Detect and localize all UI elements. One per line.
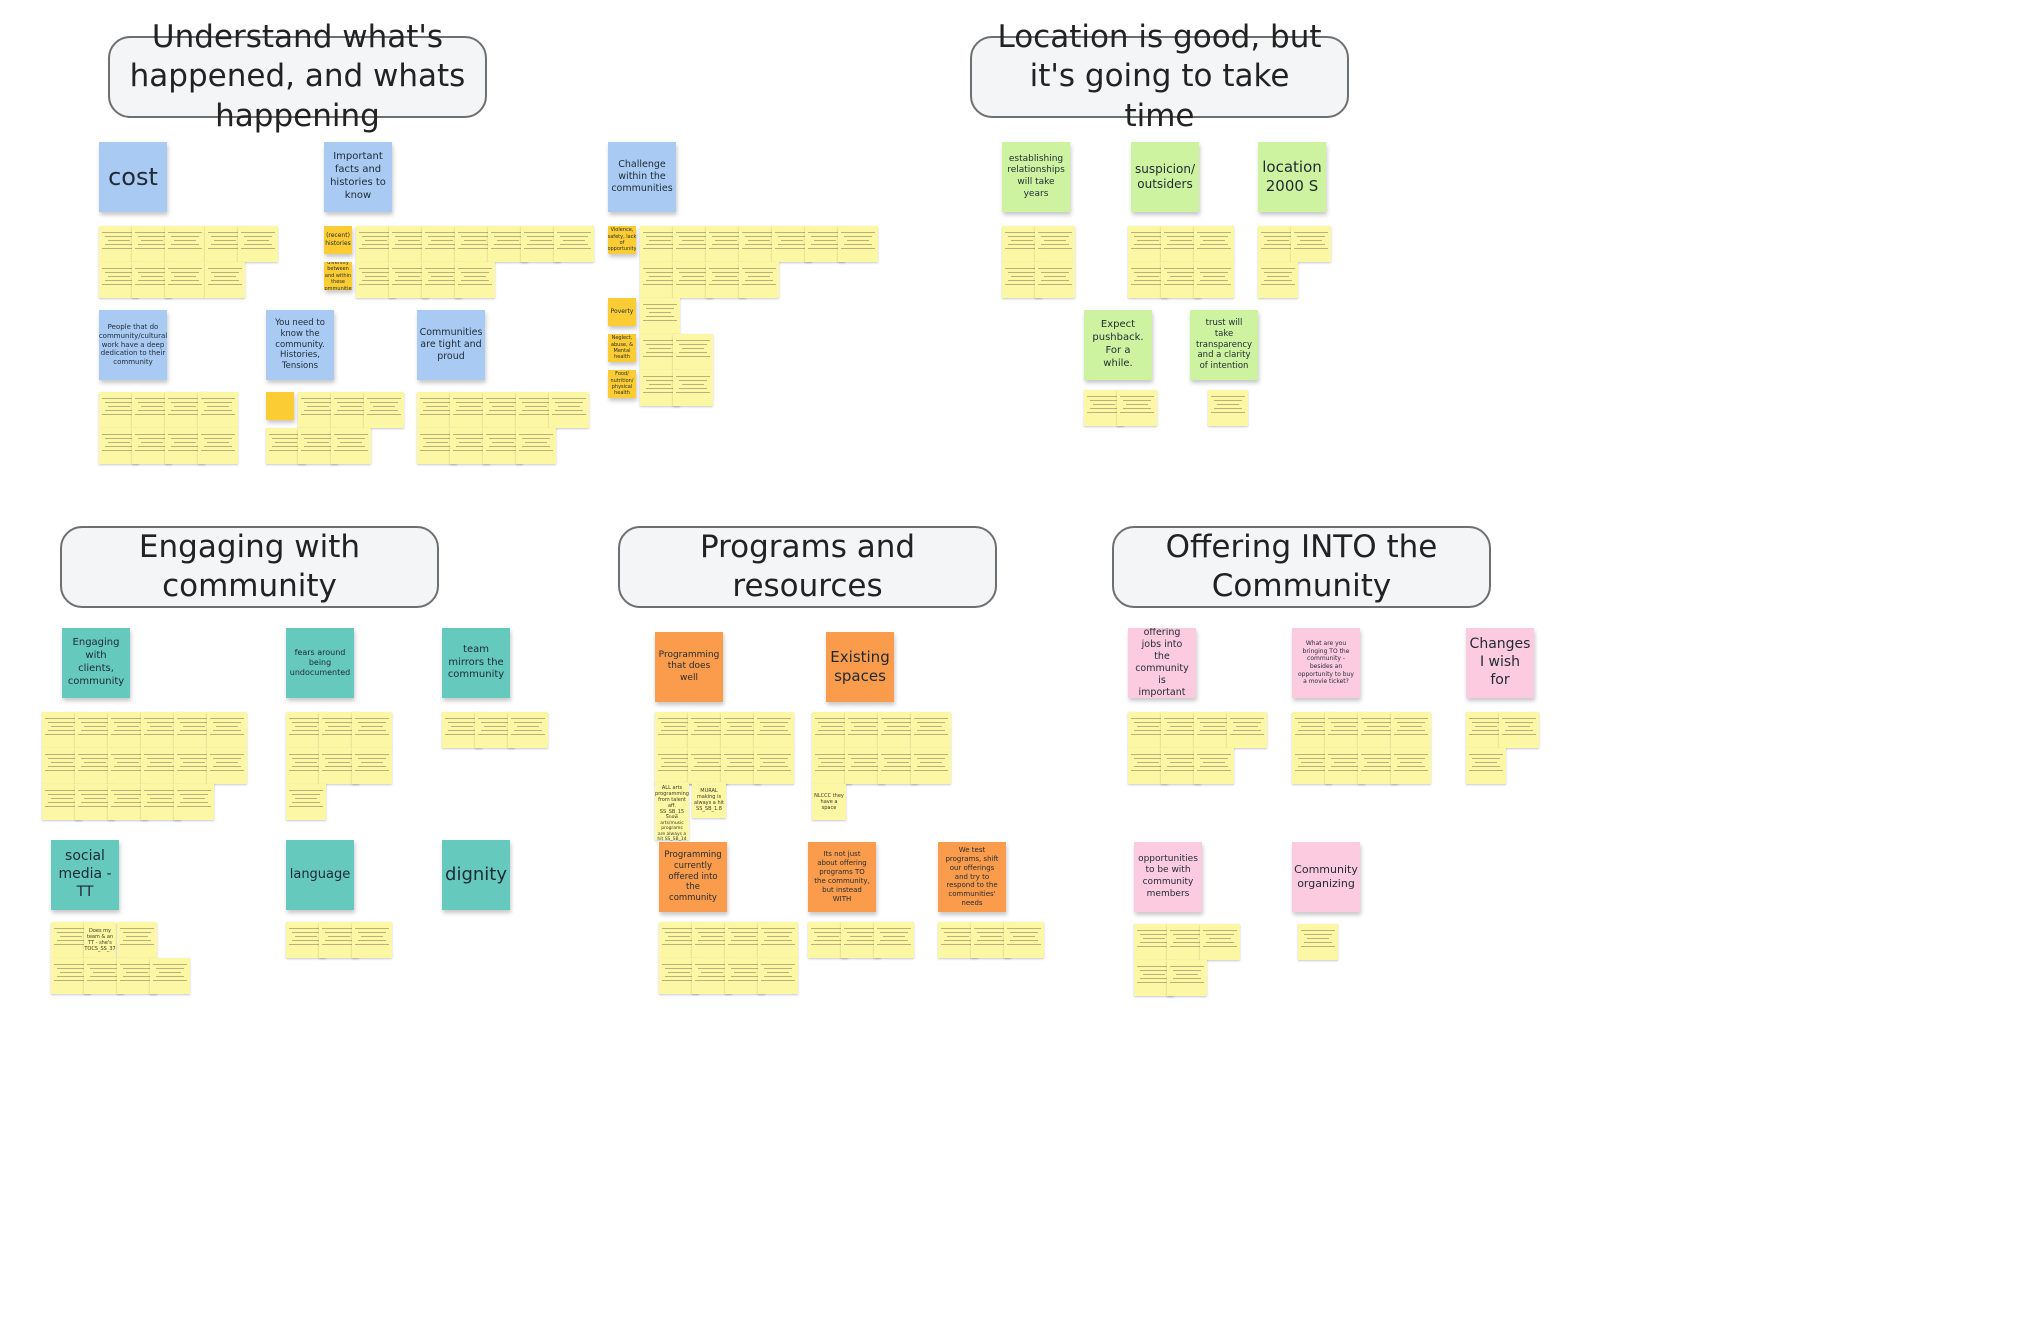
cluster-title-understand[interactable]: Understand what's happened, and whats ha…	[108, 19, 487, 134]
mini-note[interactable]	[911, 748, 951, 784]
sticky-note-challenge-communities[interactable]: Challenge within the communities	[608, 142, 676, 212]
sticky-note-programming-well[interactable]: Programming that does well	[655, 632, 723, 702]
sticky-note-dignity[interactable]: dignity	[442, 840, 510, 910]
sticky-note-expect-pushback[interactable]: Expect pushback. For a while.	[1084, 310, 1152, 380]
mini-note[interactable]	[1167, 960, 1207, 996]
mini-note[interactable]	[1258, 262, 1298, 298]
mini-note[interactable]	[205, 262, 245, 298]
sticky-note-food[interactable]: Food/ nutrition/ physical health	[608, 370, 636, 398]
mini-note[interactable]	[455, 262, 495, 298]
sticky-note-recent-histories[interactable]: (recent) histories	[324, 226, 352, 254]
sticky-note-gold[interactable]	[266, 392, 294, 420]
sticky-note-we-test[interactable]: We test programs, shift our offerings an…	[938, 842, 1006, 912]
sticky-note-poverty[interactable]: Poverty	[608, 298, 636, 326]
mini-note[interactable]	[1499, 712, 1539, 748]
mini-note[interactable]	[549, 392, 589, 428]
sticky-note-language[interactable]: language	[286, 840, 354, 910]
mini-note[interactable]	[238, 226, 278, 262]
mini-note[interactable]	[554, 226, 594, 262]
mini-note[interactable]	[758, 958, 798, 994]
mini-note[interactable]	[1291, 226, 1331, 262]
sticky-note-people-dedication[interactable]: People that do community/cultural work h…	[99, 310, 167, 380]
cluster-title-programs[interactable]: Programs and resources	[618, 526, 997, 608]
mini-note[interactable]	[754, 712, 794, 748]
mini-note[interactable]	[911, 712, 951, 748]
cluster-title-offering[interactable]: Offering INTO the Community	[1112, 526, 1491, 608]
mini-note[interactable]	[1194, 262, 1234, 298]
sticky-note-trust[interactable]: trust will take transparency and a clari…	[1190, 310, 1258, 380]
mini-note[interactable]	[286, 784, 326, 820]
sticky-note-offering-jobs[interactable]: offering jobs into the community is impo…	[1128, 628, 1196, 698]
mini-note[interactable]	[352, 922, 392, 958]
sticky-note-engaging-clients[interactable]: Engaging with clients, community	[62, 628, 130, 698]
mini-note[interactable]	[1004, 922, 1044, 958]
sticky-note-team-mirrors[interactable]: team mirrors the community	[442, 628, 510, 698]
mini-note[interactable]	[364, 392, 404, 428]
mini-note[interactable]	[352, 712, 392, 748]
sticky-note-existing-spaces[interactable]: Existing spaces	[826, 632, 894, 702]
mini-note[interactable]	[508, 712, 548, 748]
mini-note[interactable]	[673, 334, 713, 370]
sticky-note-suspicion[interactable]: suspicion/ outsiders	[1131, 142, 1199, 212]
sticky-note-all-arts[interactable]: ALL arts programming from talent aff. SS…	[655, 782, 689, 818]
cluster-title-location[interactable]: Location is good, but it's going to take…	[970, 19, 1349, 134]
mini-note[interactable]	[516, 428, 556, 464]
sticky-note-tight-proud[interactable]: Communities are tight and proud	[417, 310, 485, 380]
mini-note[interactable]	[207, 712, 247, 748]
mini-note[interactable]	[1117, 390, 1157, 426]
mini-note[interactable]	[1208, 390, 1248, 426]
sticky-note-location-2000s[interactable]: location 2000 S	[1258, 142, 1326, 212]
sticky-note-cost[interactable]: cost	[99, 142, 167, 212]
mini-note[interactable]	[165, 226, 205, 262]
sticky-note-what-are-you[interactable]: What are you bringing TO the community -…	[1292, 628, 1360, 698]
mini-note[interactable]	[165, 262, 205, 298]
mini-note[interactable]	[198, 392, 238, 428]
mini-note[interactable]	[174, 784, 214, 820]
sticky-note-not-just-about[interactable]: Its not just about offering programs TO …	[808, 842, 876, 912]
mini-note[interactable]	[754, 748, 794, 784]
mini-note[interactable]	[1466, 748, 1506, 784]
mini-note[interactable]	[150, 958, 190, 994]
sticky-note-changes-wish[interactable]: Changes I wish for	[1466, 628, 1534, 698]
mini-note[interactable]	[1200, 924, 1240, 960]
mini-note[interactable]	[673, 370, 713, 406]
sticky-note-important-facts[interactable]: Important facts and histories to know	[324, 142, 392, 212]
mini-note[interactable]	[1194, 748, 1234, 784]
sticky-note-snow[interactable]: Snow arts/music programs are always a hi…	[655, 815, 689, 842]
sticky-note-opportunities[interactable]: opportunities to be with community membe…	[1134, 842, 1202, 912]
sticky-note-social-media[interactable]: social media - TT	[51, 840, 119, 910]
sticky-note-need-to-know[interactable]: You need to know the community. Historie…	[266, 310, 334, 380]
sticky-note-violence[interactable]: Violence, safety, lack of opportunity	[608, 226, 636, 254]
mini-note[interactable]	[331, 428, 371, 464]
sticky-note-neglect[interactable]: Neglect, abuse, & Mental health	[608, 334, 636, 362]
mini-note[interactable]	[874, 922, 914, 958]
mini-note[interactable]	[838, 226, 878, 262]
sticky-note-fears[interactable]: fears around being undocumented	[286, 628, 354, 698]
sticky-note-mural[interactable]: MURAL making is always a hit SS_SB_1.8	[692, 782, 726, 818]
mini-note[interactable]	[640, 298, 680, 334]
mini-note[interactable]	[758, 922, 798, 958]
sticky-note-programming-currently[interactable]: Programming currently offered into the c…	[659, 842, 727, 912]
mini-note[interactable]	[1194, 226, 1234, 262]
mini-note[interactable]	[198, 428, 238, 464]
mini-note[interactable]	[739, 262, 779, 298]
sticky-note-does-my-team[interactable]: Does my team & an TT - she's TOCS_SS_37	[84, 922, 116, 958]
mini-note[interactable]	[1035, 226, 1075, 262]
mini-note[interactable]	[1391, 712, 1431, 748]
mini-note[interactable]	[1391, 748, 1431, 784]
cluster-title-engaging[interactable]: Engaging with community	[60, 526, 439, 608]
mini-note[interactable]	[117, 922, 157, 958]
sticky-note-establishing[interactable]: establishing relationships will take yea…	[1002, 142, 1070, 212]
mini-note[interactable]	[1227, 712, 1267, 748]
mini-note[interactable]	[1035, 262, 1075, 298]
mini-note[interactable]	[1298, 924, 1338, 960]
mini-note[interactable]	[352, 748, 392, 784]
sticky-note-community-organizing[interactable]: Community organizing	[1292, 842, 1360, 912]
sticky-note-nlccc[interactable]: NLCCC they have a space	[812, 784, 846, 820]
mini-note[interactable]	[207, 748, 247, 784]
sticky-note-diversity[interactable]: diversity between and within these commu…	[324, 262, 352, 290]
